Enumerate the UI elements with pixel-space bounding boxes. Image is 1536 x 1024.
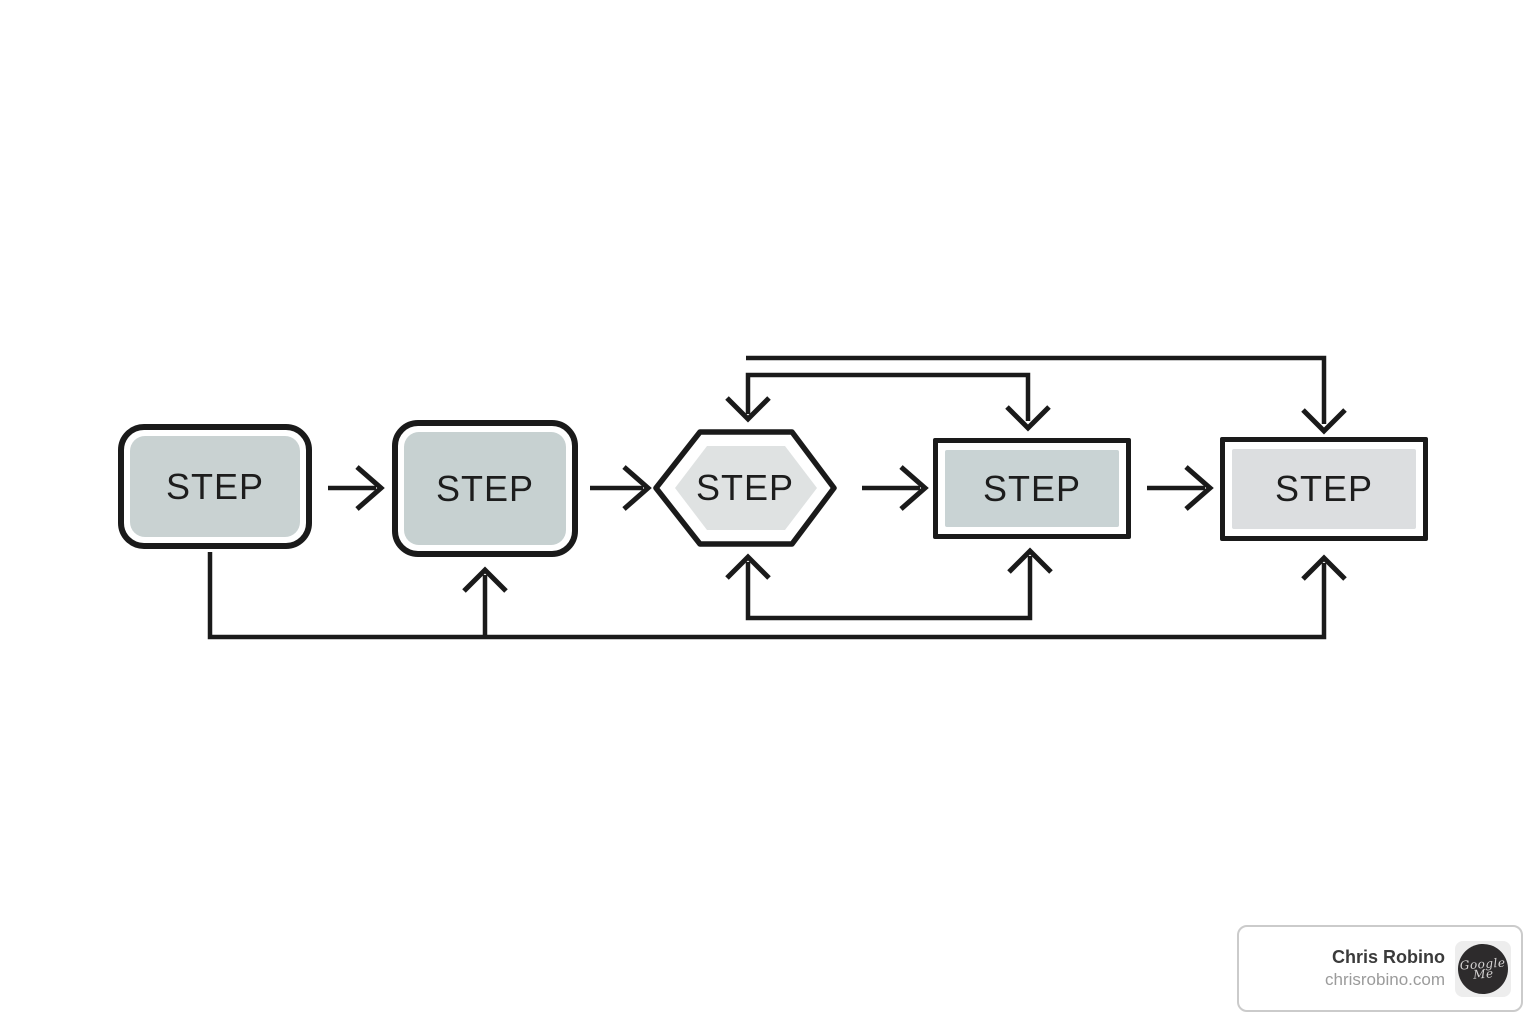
arrow-step2-to-step3 [590, 465, 652, 511]
node-step-2-fill: STEP [404, 432, 566, 545]
node-step-4-label: STEP [982, 467, 1082, 509]
credit-card: Chris Robino chrisrobino.com Google Me [1237, 925, 1523, 1012]
node-step-3-label: STEP [695, 467, 795, 508]
google-me-circle-icon: Google Me [1456, 941, 1510, 996]
hexagon-shape [653, 429, 837, 547]
node-step-4-fill: STEP [945, 450, 1119, 527]
node-step-1: STEP [118, 424, 312, 549]
badge-line2: Me [1472, 965, 1494, 982]
node-step-1-label: STEP [165, 465, 265, 507]
google-me-badge: Google Me [1455, 940, 1511, 997]
credit-website: chrisrobino.com [1325, 969, 1445, 989]
node-step-1-fill: STEP [130, 436, 300, 537]
bottom-return-line [207, 552, 1347, 640]
node-step-2: STEP [392, 420, 578, 557]
node-step-5: STEP [1220, 437, 1428, 541]
top-line-to-step5 [746, 355, 1347, 435]
credit-text: Chris Robino chrisrobino.com [1325, 946, 1445, 989]
node-step-2-label: STEP [435, 467, 535, 509]
arrow-step1-to-step2 [328, 465, 385, 511]
node-step-4: STEP [933, 438, 1131, 539]
arrow-step3-to-step4 [862, 465, 929, 511]
node-step-3: STEP [650, 427, 840, 549]
arrow-step4-to-step5 [1147, 465, 1214, 511]
bottom-loop-step3-step4 [725, 547, 1053, 621]
credit-name: Chris Robino [1332, 946, 1445, 967]
top-line-step3-step4 [725, 372, 1051, 432]
node-step-5-label: STEP [1274, 468, 1374, 509]
node-step-5-fill: STEP [1232, 449, 1416, 529]
